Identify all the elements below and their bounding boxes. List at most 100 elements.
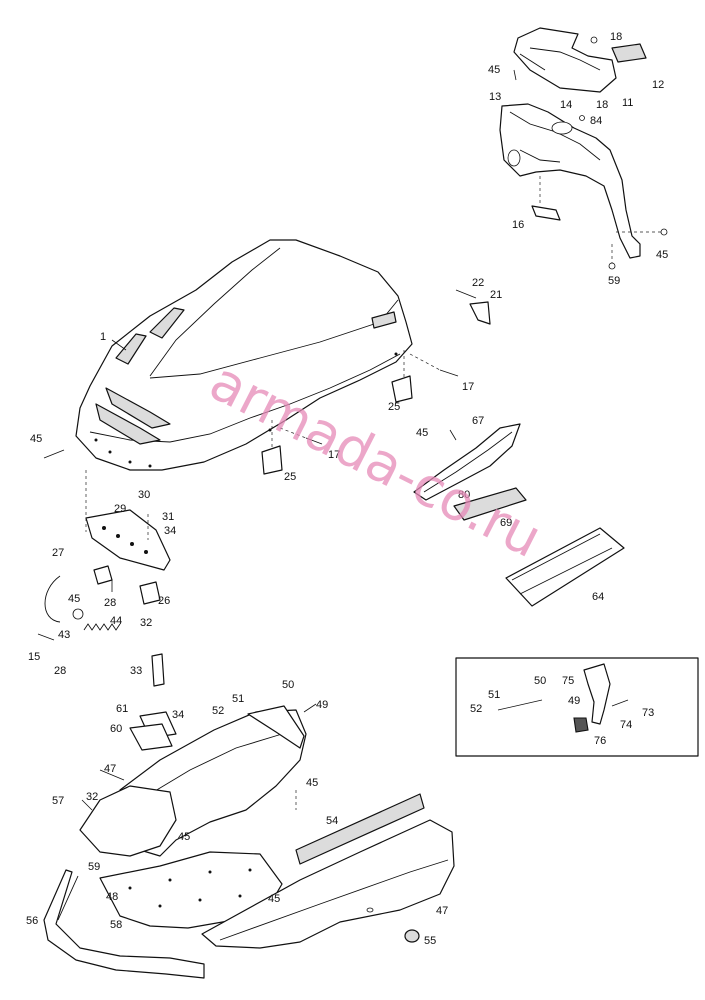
- callout: 45: [30, 433, 42, 445]
- pad-69: [453, 487, 527, 521]
- callout: 21: [490, 289, 502, 301]
- watermark: armada-co.ru: [200, 349, 551, 570]
- callout: 60: [110, 723, 122, 735]
- callout: 50: [282, 679, 294, 691]
- latch-bracket-26: [139, 581, 161, 605]
- side-panel-57: [79, 785, 177, 857]
- callout: 51: [488, 689, 500, 701]
- callout: 18: [610, 31, 622, 43]
- callout: 11: [622, 97, 633, 109]
- callout: 74: [620, 719, 632, 731]
- dash-support-13: [499, 103, 641, 259]
- callout: 61: [116, 703, 128, 715]
- callout: 49: [568, 695, 580, 707]
- callout: 17: [328, 449, 340, 461]
- bracket-25-upper: [391, 375, 413, 403]
- cable-43: [44, 575, 61, 623]
- callout: 28: [54, 665, 66, 677]
- callout: 25: [284, 471, 296, 483]
- bracket-25-lower: [261, 445, 283, 475]
- hood-shell: [75, 239, 413, 471]
- bracket-16: [531, 205, 561, 221]
- callout: 45: [656, 249, 668, 261]
- callout: 28: [104, 597, 116, 609]
- callout: 29: [114, 503, 126, 515]
- callout: 27: [52, 547, 64, 559]
- callout: 33: [130, 665, 142, 677]
- callout: 15: [28, 651, 40, 663]
- callout: 51: [232, 693, 244, 705]
- callout: 56: [26, 915, 38, 927]
- right-side-parts: [413, 423, 625, 607]
- callout: 45: [306, 777, 318, 789]
- callout: 45: [268, 893, 280, 905]
- callout: 52: [470, 703, 482, 715]
- callout: 64: [592, 591, 604, 603]
- foam-block-12: [611, 43, 647, 63]
- callout: 47: [104, 763, 116, 775]
- callout: 45: [178, 831, 190, 843]
- callout: 32: [140, 617, 152, 629]
- callout: 45: [488, 64, 500, 76]
- callout: 67: [472, 415, 484, 427]
- callout: 43: [58, 629, 70, 641]
- callout: 47: [436, 905, 448, 917]
- console-cover-11: [513, 27, 617, 93]
- inset-frame: [455, 657, 699, 757]
- callout: 84: [590, 115, 602, 127]
- callout: 76: [594, 735, 606, 747]
- nut-76: [573, 717, 589, 733]
- plug-55: [404, 929, 420, 943]
- latch-27: [93, 565, 113, 585]
- belly-pan-assembly: [43, 653, 455, 979]
- callout: 48: [106, 891, 118, 903]
- callout: 54: [326, 815, 338, 827]
- callout: 69: [500, 517, 512, 529]
- callout: 75: [562, 675, 574, 687]
- callout: 59: [88, 861, 100, 873]
- callout: 13: [489, 91, 501, 103]
- side-pan-47-right: [201, 819, 455, 949]
- spring-44: [83, 623, 121, 631]
- callout: 44: [110, 615, 122, 627]
- support-52: [247, 705, 305, 749]
- mount-33: [151, 653, 165, 687]
- inset-detail: [455, 657, 699, 757]
- callout: 16: [512, 219, 524, 231]
- hinge-plate-29: [85, 509, 171, 571]
- callout: 57: [52, 795, 64, 807]
- callout: 59: [608, 275, 620, 287]
- plate-60: [129, 723, 173, 751]
- callout: 17: [462, 381, 474, 393]
- callout: 30: [138, 489, 150, 501]
- callout: 12: [652, 79, 664, 91]
- callout: 1: [100, 331, 106, 343]
- callout: 25: [388, 401, 400, 413]
- deflector-67: [413, 423, 521, 501]
- hood-hardware: [43, 289, 491, 475]
- callout: 31: [162, 511, 174, 523]
- latch-assembly: [37, 470, 171, 641]
- console-assembly: [499, 27, 668, 270]
- callout: 50: [534, 675, 546, 687]
- bracket-21: [469, 301, 491, 325]
- bracket-75: [583, 663, 611, 725]
- hood-1: [75, 239, 413, 471]
- callout: 18: [596, 99, 608, 111]
- callout: 45: [416, 427, 428, 439]
- callout: 80: [458, 489, 470, 501]
- trim-strip-54: [295, 793, 425, 865]
- callout: 49: [316, 699, 328, 711]
- callout-labels: 18 45 12 13 14 18 11 84 16 45 59 22 21 1…: [26, 31, 668, 947]
- callout: 26: [158, 595, 170, 607]
- skid-plate-56: [43, 869, 205, 979]
- callout: 58: [110, 919, 122, 931]
- callout: 34: [172, 709, 184, 721]
- callout: 55: [424, 935, 436, 947]
- callout: 14: [560, 99, 572, 111]
- callout: 34: [164, 525, 176, 537]
- callout: 73: [642, 707, 654, 719]
- callout: 45: [68, 593, 80, 605]
- callout: 22: [472, 277, 484, 289]
